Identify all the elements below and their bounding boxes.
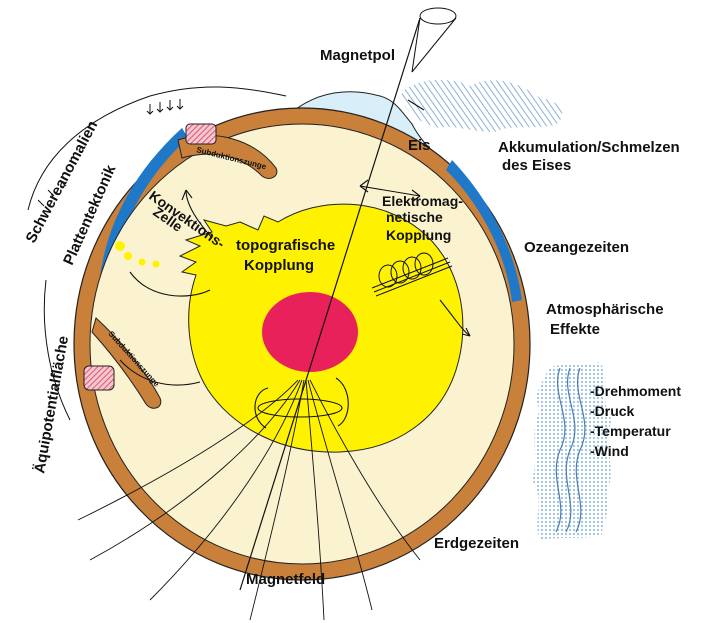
label-topografische-2: Kopplung <box>244 257 314 274</box>
atmosphere-cloud-top <box>402 80 562 132</box>
label-ozeangezeiten: Ozeangezeiten <box>524 239 629 256</box>
label-druck: -Druck <box>590 403 635 419</box>
label-temperatur: -Temperatur <box>590 423 671 439</box>
label-elektromag-1: Elektromag- <box>382 193 463 209</box>
anomaly-box-top <box>186 124 216 144</box>
label-aequipotentialflaeche: Äquipotentialfläche <box>31 335 72 475</box>
anomaly-box-bottom <box>84 366 114 390</box>
label-eis: Eis <box>408 137 431 154</box>
label-atmosphaerisch-2: Effekte <box>550 321 600 338</box>
label-magnetpol: Magnetpol <box>320 47 395 64</box>
label-des-eises: des Eises <box>502 157 571 174</box>
label-atmosphaerisch-1: Atmosphärische <box>546 301 664 318</box>
magnet-pole-cone <box>412 8 456 72</box>
label-erdgezeiten: Erdgezeiten <box>434 535 519 552</box>
label-topografische-1: topografische <box>236 237 335 254</box>
label-elektromag-3: Kopplung <box>386 227 451 243</box>
label-drehmoment: -Drehmoment <box>590 383 681 399</box>
label-wind: -Wind <box>590 443 629 459</box>
label-akkumulation: Akkumulation/Schmelzen <box>498 139 680 156</box>
inner-core <box>262 292 358 372</box>
label-magnetfeld: Magnetfeld <box>246 571 325 588</box>
label-elektromag-2: netische <box>386 209 443 225</box>
